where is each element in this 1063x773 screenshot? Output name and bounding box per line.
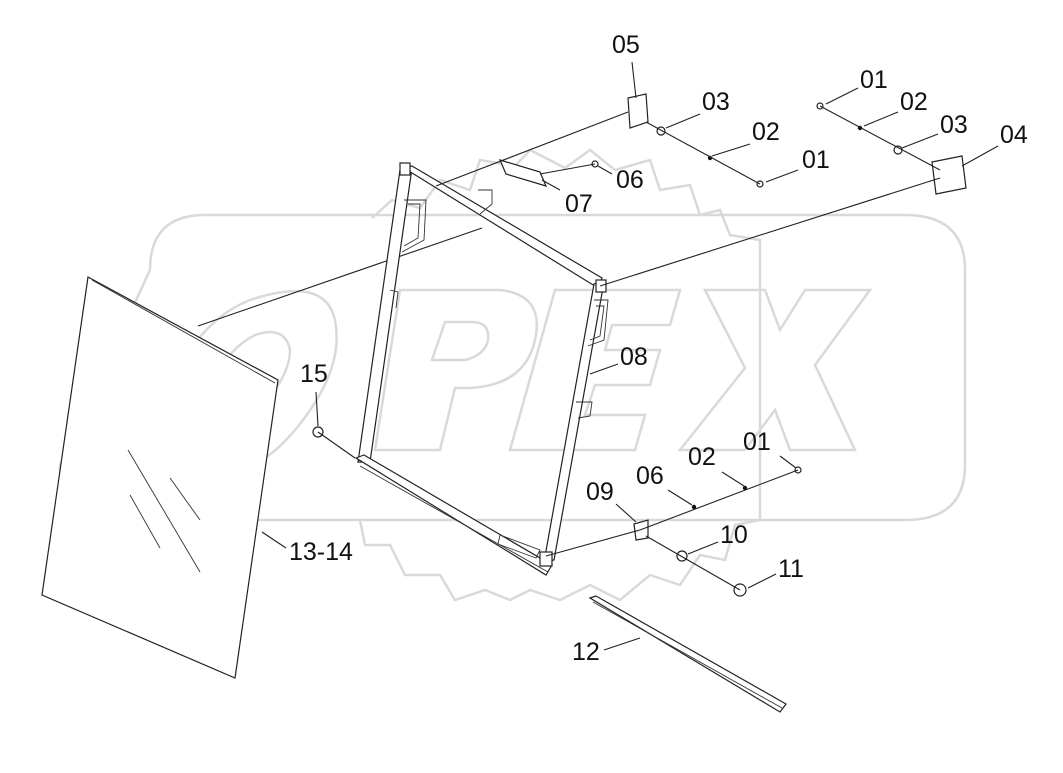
callout-10: 10: [720, 521, 748, 549]
callout-01: 01: [802, 146, 830, 174]
nut-10: [676, 550, 688, 562]
callout-03: 03: [702, 88, 730, 116]
handle-07: [498, 159, 548, 187]
watermark-letter-e: [508, 288, 682, 452]
callout-02: 02: [688, 443, 716, 471]
callout-11: 11: [778, 555, 804, 583]
glass-panel: [41, 227, 483, 679]
leader-lines: [261, 61, 999, 651]
callout-05: 05: [612, 31, 640, 59]
callout-07: 07: [565, 190, 593, 218]
callout-06: 06: [616, 166, 644, 194]
hinge-05: [627, 93, 649, 129]
leader-glass-frame: [197, 227, 483, 327]
callout-06: 06: [636, 462, 664, 490]
glass-panel-body: [41, 276, 279, 679]
bar-12: [588, 595, 787, 713]
latch-04: [931, 155, 967, 195]
watermark-letter-p: [373, 288, 539, 452]
callout-15: 15: [300, 360, 328, 388]
callout-04: 04: [1000, 121, 1028, 149]
door-frame: [354, 162, 609, 576]
callout-01: 01: [743, 428, 771, 456]
callout-02: 02: [752, 118, 780, 146]
callout-08: 08: [620, 343, 648, 371]
callout-12: 12: [572, 638, 600, 666]
callout-13-14: 13-14: [289, 538, 353, 566]
assembly-lines: [317, 105, 941, 591]
callout-labels: 05 03 02 01 01 02 03 04 06 07 08 15 01 0…: [289, 31, 1028, 666]
watermark-letter-x: [677, 288, 873, 452]
hardware: [312, 93, 967, 597]
callout-09: 09: [586, 478, 614, 506]
watermark-gear-outline: [358, 148, 762, 602]
callout-02: 02: [900, 88, 928, 116]
callout-03: 03: [940, 111, 968, 139]
callout-01: 01: [860, 66, 888, 94]
